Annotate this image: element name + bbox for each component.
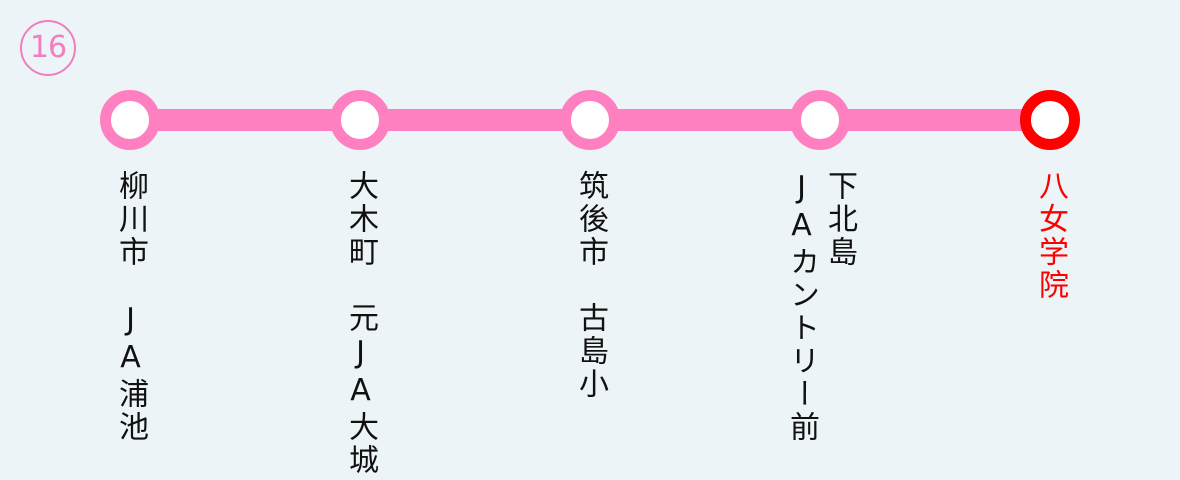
station-marker (330, 90, 390, 150)
route-number-badge: 16 (20, 20, 76, 76)
station-label: 筑後市 古島小 (572, 170, 608, 401)
station-marker (560, 90, 620, 150)
station-name-line-2: JAカントリー前 (784, 170, 819, 444)
station-label: 大木町 元JA大城 (342, 170, 378, 477)
terminal-station-marker (1020, 90, 1080, 150)
station-name: 八女学院 (1033, 170, 1068, 302)
station-marker (790, 90, 850, 150)
station-label: 下北島 JAカントリー前 (783, 170, 857, 444)
station-name-line-1: 下北島 (822, 170, 857, 269)
station-name: 大木町 元JA大城 (343, 170, 378, 477)
station-label: 柳川市 JA浦池 (112, 170, 148, 444)
station-marker (100, 90, 160, 150)
station-label: 八女学院 (1032, 170, 1068, 302)
station-name: 筑後市 古島小 (573, 170, 608, 401)
station-name: 柳川市 JA浦池 (113, 170, 148, 444)
